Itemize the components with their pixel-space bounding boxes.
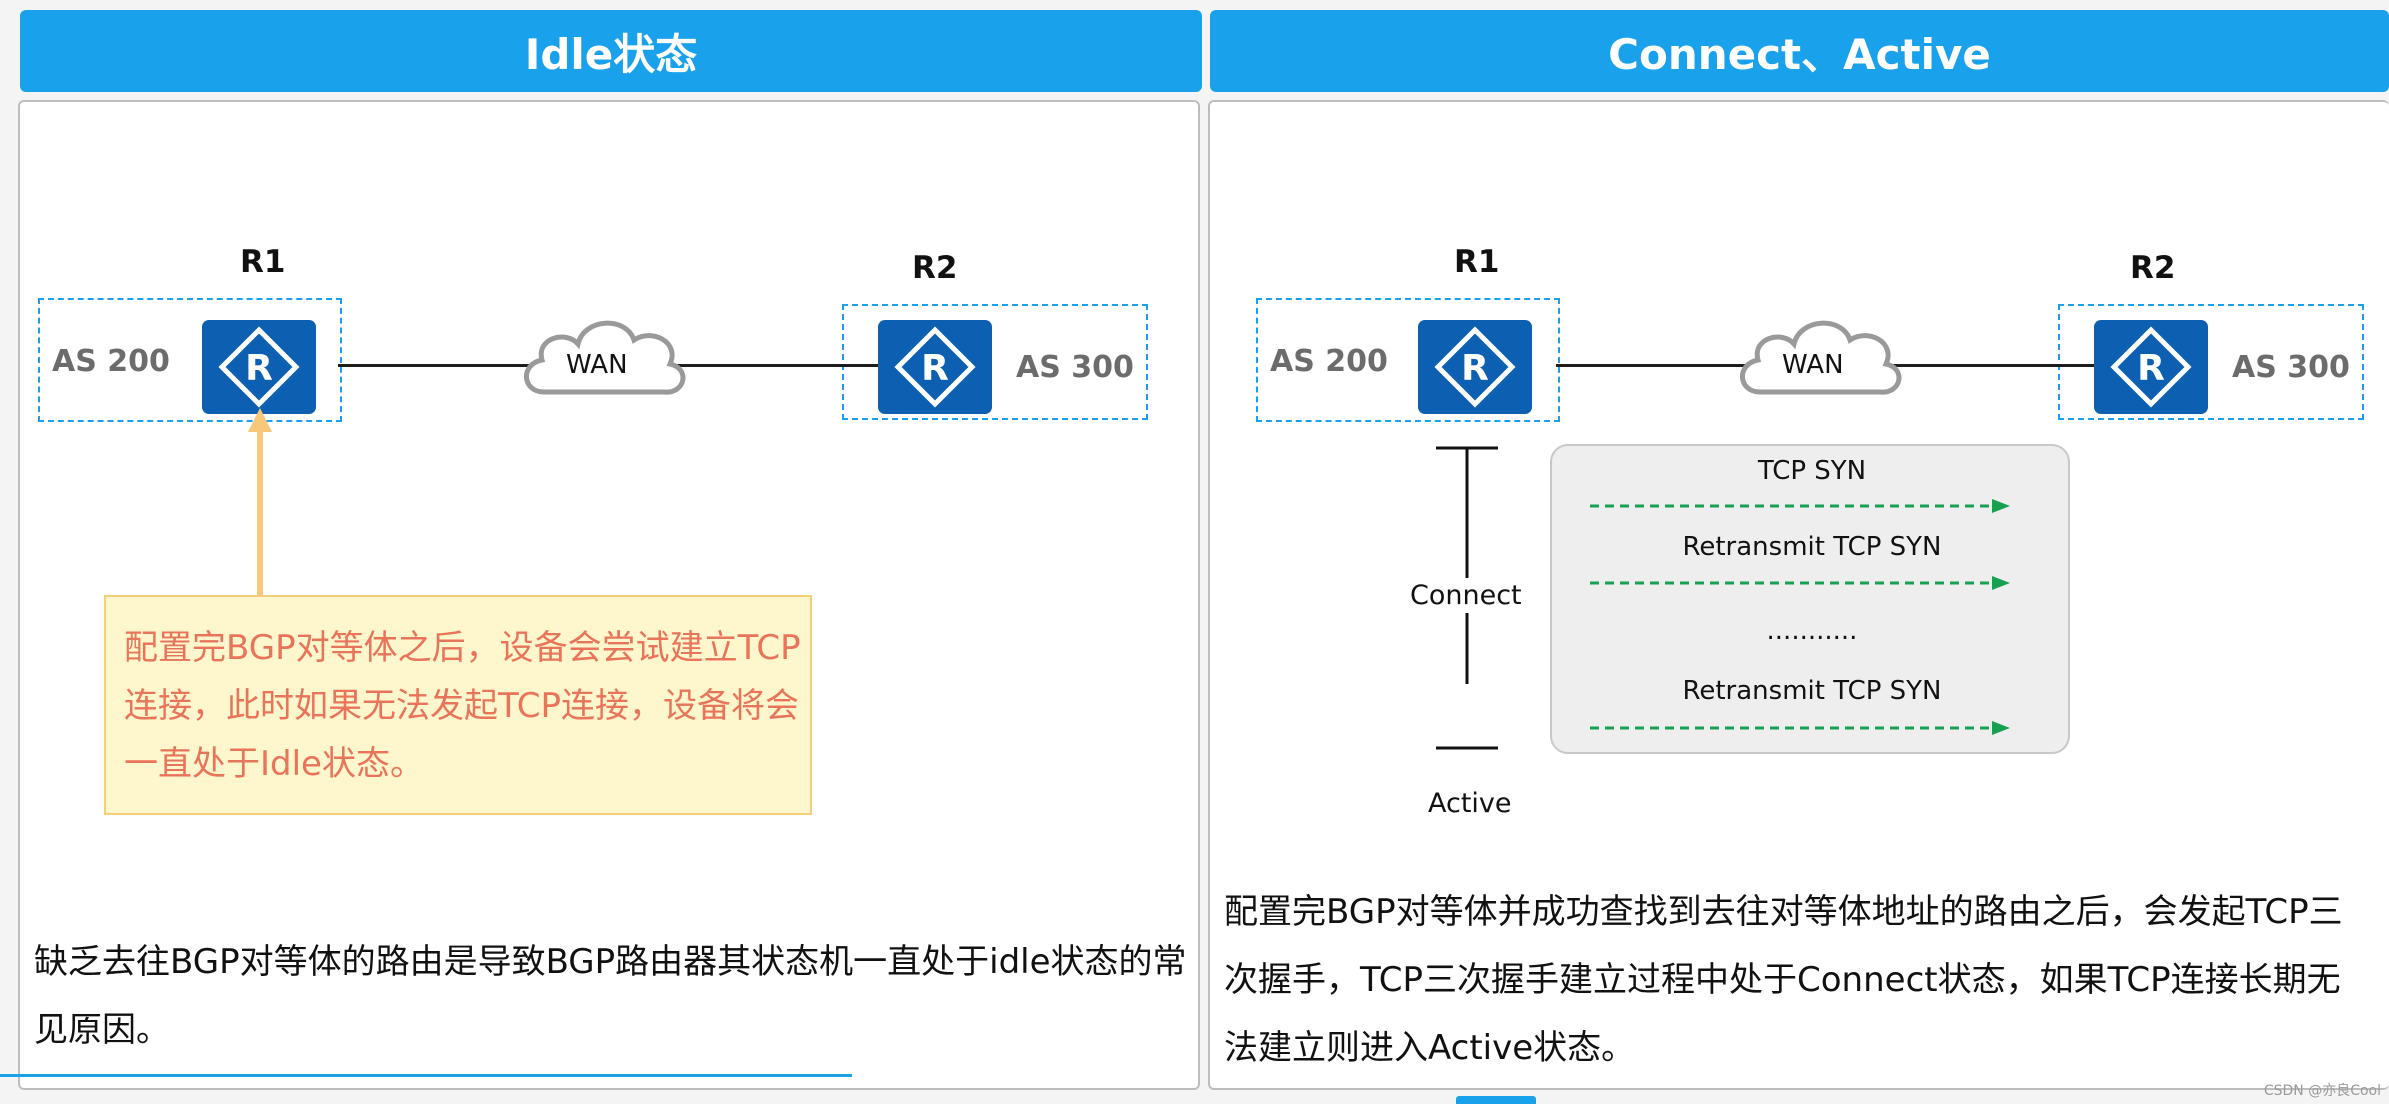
arrow-3 <box>1590 721 2010 735</box>
svg-text:R: R <box>2137 348 2165 389</box>
as300-boundary <box>2058 304 2364 420</box>
right-panel: R1 R2 AS 200 AS 300 R R WAN Connect Acti… <box>1208 100 2389 1090</box>
router-icon: R <box>894 326 976 408</box>
as300-boundary <box>842 304 1148 420</box>
wan-label: WAN <box>1782 350 1844 380</box>
msg-retransmit-2: Retransmit TCP SYN <box>1682 676 1942 706</box>
link-r1-wan <box>338 364 538 367</box>
svg-text:R: R <box>1461 348 1489 389</box>
as200-label: AS 200 <box>1270 344 1388 379</box>
state-timeline <box>1436 446 1498 750</box>
state-connect-label: Connect <box>1410 578 1522 613</box>
r2-label: R2 <box>2130 250 2176 286</box>
as300-label: AS 300 <box>2232 350 2350 385</box>
tcp-sequence-box: TCP SYN Retransmit TCP SYN ........... R… <box>1550 444 2070 754</box>
router-icon: R <box>218 326 300 408</box>
scroll-indicator[interactable] <box>1456 1096 1536 1104</box>
svg-text:R: R <box>921 348 949 389</box>
as200-label: AS 200 <box>52 344 170 379</box>
router-icon: R <box>2110 326 2192 408</box>
msg-retransmit-1: Retransmit TCP SYN <box>1682 532 1942 562</box>
right-description: 配置完BGP对等体并成功查找到去往对等体地址的路由之后，会发起TCP三次握手，T… <box>1224 892 2343 1068</box>
state-active-label: Active <box>1428 788 1512 819</box>
r2-label: R2 <box>912 250 958 286</box>
progress-line <box>0 1074 852 1077</box>
arrow-1 <box>1590 499 2010 513</box>
note-text: 配置完BGP对等体之后，设备会尝试建立TCP连接，此时如果无法发起TCP连接，设… <box>124 628 801 784</box>
as200-boundary <box>1256 298 1560 422</box>
watermark: CSDN @亦良Cool <box>2263 1083 2381 1099</box>
router-r2: R <box>2094 320 2208 414</box>
msg-tcp-syn: TCP SYN <box>1757 456 1867 486</box>
router-r2: R <box>878 320 992 414</box>
cloud-icon <box>1740 320 1902 395</box>
as300-label: AS 300 <box>1016 350 1134 385</box>
r1-label: R1 <box>1454 244 1500 280</box>
router-r1: R <box>1418 320 1532 414</box>
router-icon: R <box>1434 326 1516 408</box>
svg-text:R: R <box>245 348 273 389</box>
cloud-icon <box>524 320 686 395</box>
router-r1: R <box>202 320 316 414</box>
left-description: 缺乏去往BGP对等体的路由是导致BGP路由器其状态机一直处于idle状态的常见原… <box>34 942 1187 1050</box>
pointer-arrow <box>248 408 272 596</box>
link-wan-r2 <box>1890 364 2100 367</box>
r1-label: R1 <box>240 244 286 280</box>
right-panel-title: Connect、Active <box>1210 10 2389 92</box>
as200-boundary <box>38 298 342 422</box>
note-box: 配置完BGP对等体之后，设备会尝试建立TCP连接，此时如果无法发起TCP连接，设… <box>104 595 812 815</box>
msg-ellipsis: ........... <box>1766 616 1858 646</box>
wan-label: WAN <box>566 350 628 380</box>
arrow-2 <box>1590 576 2010 590</box>
left-panel: R1 R2 AS 200 AS 300 R R WAN 配置完BGP对等体之后，… <box>18 100 1200 1090</box>
left-panel-title: Idle状态 <box>20 10 1202 92</box>
link-r1-wan <box>1556 364 1756 367</box>
link-wan-r2 <box>670 364 878 367</box>
